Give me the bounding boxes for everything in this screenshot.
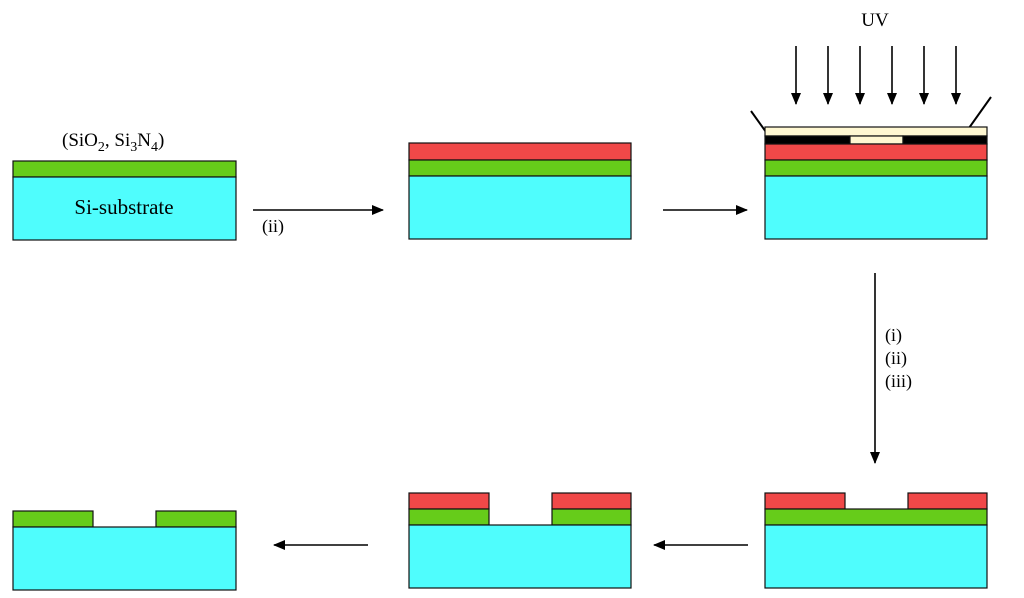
oxide-left — [408, 508, 490, 526]
stage-1-substrate-with-film: (SiO2, Si3N4) Si-substrate — [12, 130, 237, 241]
step-iii-label: (iii) — [885, 371, 912, 392]
mask-pattern-right — [902, 135, 988, 145]
film-label: (SiO2, Si3N4) — [62, 130, 164, 155]
stage-6-resist-stripped — [12, 510, 237, 591]
uv-label: UV — [861, 10, 889, 31]
stage-5-etched-film — [408, 492, 632, 589]
oxide-layer — [764, 159, 988, 177]
arrow-step-3-to-4: (i) (ii) (iii) — [870, 273, 912, 464]
oxide-layer — [12, 160, 237, 178]
uv-arrows — [791, 46, 961, 105]
stage-4-developed-resist — [764, 492, 988, 589]
step-i-label: (i) — [885, 325, 902, 346]
step-ii-label: (ii) — [262, 216, 284, 237]
oxide-layer — [408, 159, 632, 177]
si-substrate — [408, 524, 632, 589]
si-substrate — [764, 175, 988, 240]
photoresist-layer — [764, 143, 988, 161]
photoresist-right — [551, 492, 632, 510]
oxide-right — [551, 508, 632, 526]
photoresist-left — [408, 492, 490, 510]
photoresist-left — [764, 492, 846, 510]
mask-window — [849, 135, 904, 145]
stage-3-uv-exposure: UV — [750, 10, 992, 240]
oxide-right — [155, 510, 237, 528]
substrate-label: Si-substrate — [74, 195, 173, 219]
oxide-left — [12, 510, 94, 528]
photoresist-right — [907, 492, 988, 510]
mask-plate — [764, 126, 988, 137]
si-substrate — [12, 176, 237, 241]
arrow-step-1-to-2: (ii) — [253, 205, 384, 237]
step-ii-label: (ii) — [885, 348, 907, 369]
photoresist-layer — [408, 142, 632, 161]
si-substrate — [12, 526, 237, 591]
mask-pattern-left — [764, 135, 851, 145]
oxide-layer — [764, 508, 988, 526]
si-substrate — [764, 524, 988, 589]
si-substrate — [408, 175, 632, 240]
stage-2-photoresist-coated — [408, 142, 632, 240]
mask-holder-right — [968, 96, 992, 129]
